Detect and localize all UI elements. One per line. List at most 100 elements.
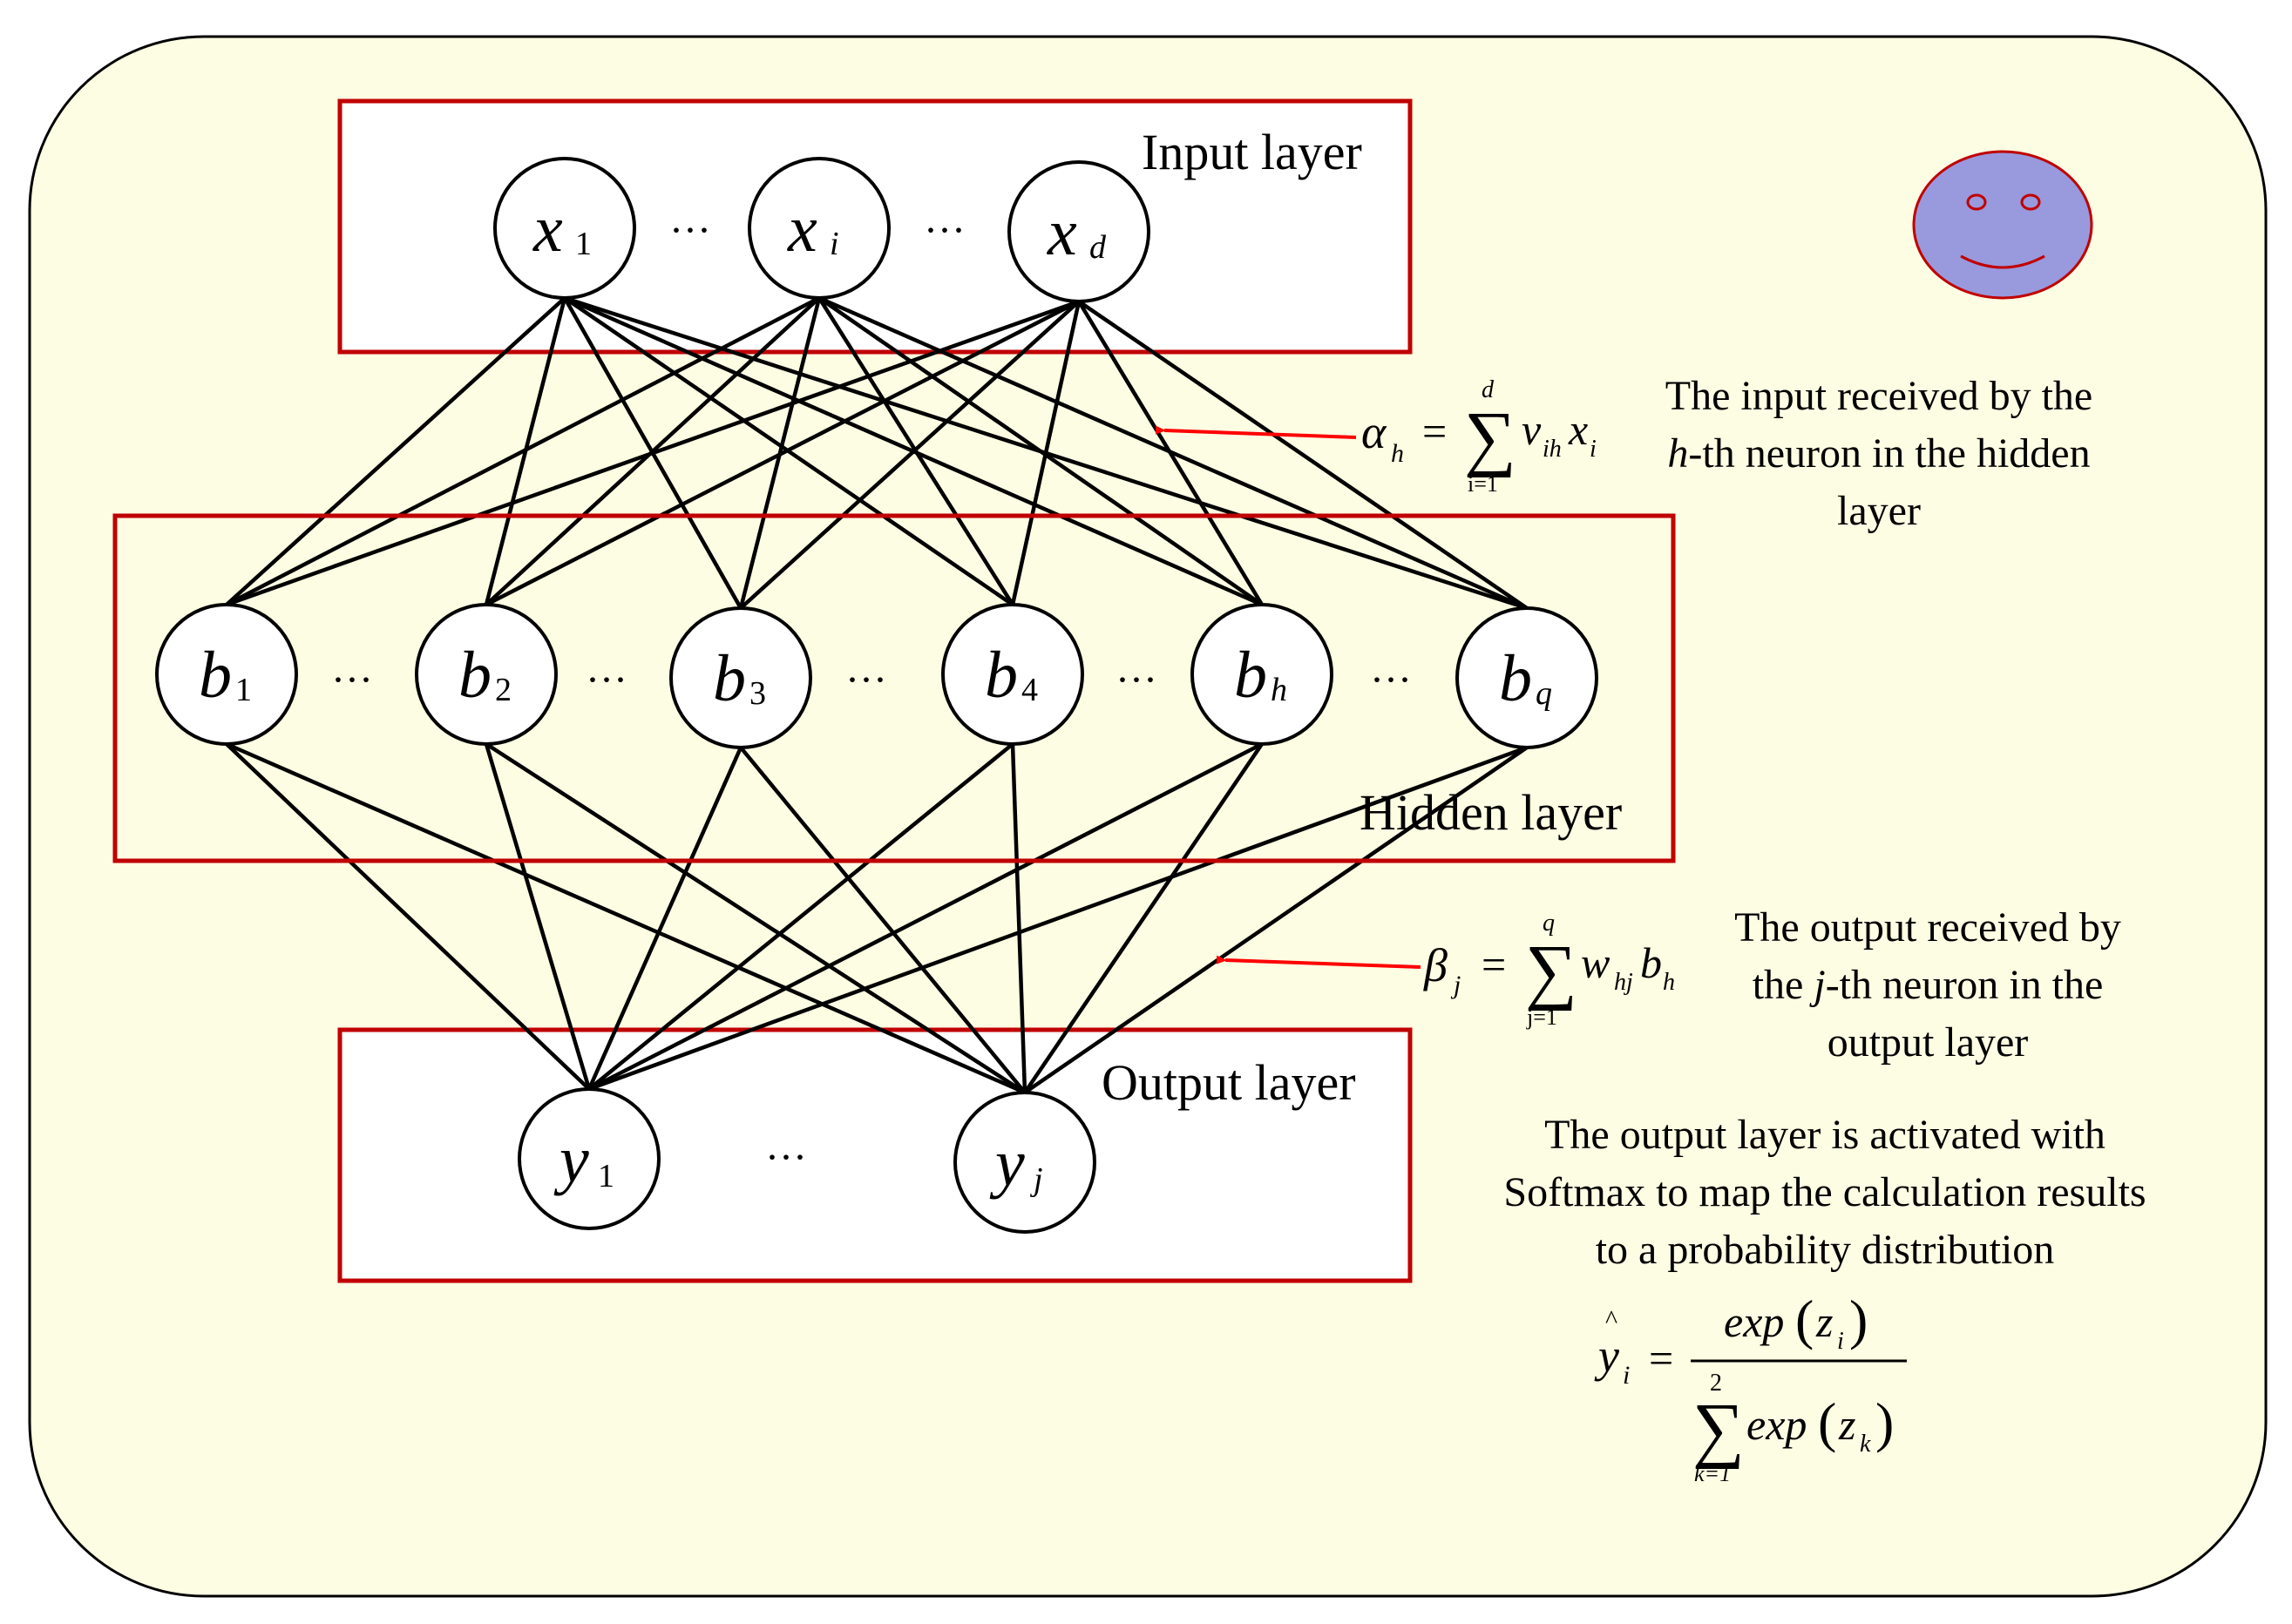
input-node: x i bbox=[748, 157, 891, 300]
edges bbox=[225, 295, 1529, 1095]
eq-lhs-sub: i bbox=[1623, 1361, 1630, 1390]
paren: ) bbox=[1875, 1391, 1894, 1453]
node-sub: h bbox=[1271, 672, 1287, 708]
connection-edge bbox=[587, 747, 743, 1090]
eq-lhs: α bbox=[1361, 406, 1387, 458]
connection-edge bbox=[225, 742, 591, 1091]
description-line: h-th neuron in the hidden bbox=[1667, 430, 2090, 477]
description-line: Softmax to map the calculation results bbox=[1503, 1169, 2146, 1215]
ellipsis: ··· bbox=[1115, 657, 1157, 703]
description-line: The output layer is activated with bbox=[1544, 1112, 2106, 1158]
ellipsis: ··· bbox=[331, 657, 373, 703]
paren: ( bbox=[1795, 1289, 1814, 1350]
sum-top: q bbox=[1543, 910, 1555, 937]
denominator-var: z bbox=[1838, 1400, 1855, 1449]
eq-term1-sub: ih bbox=[1543, 436, 1562, 463]
connection-edge bbox=[1023, 742, 1264, 1094]
sum-bottom: j=1 bbox=[1526, 1005, 1557, 1030]
node-sub: 3 bbox=[749, 675, 766, 712]
description-line: The output received by bbox=[1734, 904, 2121, 951]
description-line: output layer bbox=[1827, 1019, 2029, 1066]
alpha-description: The input received by the h-th neuron in… bbox=[1665, 373, 2092, 534]
sum-icon: ∑ bbox=[1464, 397, 1516, 478]
numerator-sub: i bbox=[1837, 1328, 1844, 1355]
output-node: y 1 bbox=[518, 1087, 661, 1230]
ellipsis: ··· bbox=[1370, 657, 1412, 703]
connection-edge bbox=[1023, 746, 1529, 1094]
description-line: The input received by the bbox=[1665, 373, 2092, 419]
eq-lhs: y bbox=[1594, 1330, 1619, 1382]
node-base: x bbox=[1047, 196, 1077, 269]
sum-top: 2 bbox=[1710, 1370, 1722, 1397]
sum-top: d bbox=[1482, 376, 1495, 403]
ellipsis: ··· bbox=[669, 207, 711, 254]
paren: ( bbox=[1818, 1391, 1836, 1453]
alpha-equation: α h = ∑ d i=1 v ih x i bbox=[1361, 376, 1597, 497]
ellipsis: ··· bbox=[924, 207, 966, 254]
node-base: b bbox=[985, 639, 1018, 712]
connection-edge bbox=[1077, 300, 1264, 606]
beta-arrow bbox=[1216, 955, 1421, 969]
smiley-face-icon bbox=[1912, 150, 2093, 300]
connection-edge bbox=[226, 299, 1080, 607]
denominator-sub: k bbox=[1860, 1431, 1871, 1458]
eq-term2-sub: i bbox=[1590, 436, 1597, 463]
sum-icon: ∑ bbox=[1525, 930, 1577, 1012]
hidden-node: b 1 bbox=[155, 603, 298, 746]
input-layer-label: Input layer bbox=[1142, 124, 1362, 180]
node-base: b bbox=[1499, 642, 1532, 715]
description-line: layer bbox=[1837, 488, 1921, 534]
node-sub: q bbox=[1536, 675, 1552, 712]
eq-term1-sub: hj bbox=[1614, 969, 1633, 996]
hidden-layer-box bbox=[112, 513, 1676, 863]
ellipsis: ··· bbox=[765, 1134, 807, 1181]
node-sub: 1 bbox=[235, 672, 252, 708]
description-line: the j-th neuron in the bbox=[1753, 962, 2104, 1008]
hidden-layer-label: Hidden layer bbox=[1360, 784, 1622, 841]
eq-term1: w bbox=[1581, 938, 1610, 987]
node-sub: 1 bbox=[575, 226, 592, 262]
denominator-exp: exp bbox=[1746, 1400, 1807, 1449]
numerator-exp: exp bbox=[1724, 1297, 1784, 1346]
connection-edge bbox=[1077, 300, 1529, 610]
hidden-node: b 2 bbox=[415, 603, 558, 746]
eq-term2: x bbox=[1568, 405, 1588, 454]
output-node: y j bbox=[953, 1091, 1096, 1234]
node-sub: 4 bbox=[1021, 672, 1038, 708]
eq-term2: b bbox=[1640, 938, 1662, 987]
connection-edge bbox=[485, 299, 1081, 607]
input-node: x d bbox=[1007, 160, 1150, 303]
alpha-arrow bbox=[1155, 425, 1357, 439]
sum-icon: ∑ bbox=[1692, 1389, 1745, 1470]
hidden-node: b h bbox=[1190, 603, 1333, 746]
softmax-description: The output layer is activated with Softm… bbox=[1503, 1112, 2146, 1273]
eq-lhs-sub: j bbox=[1450, 971, 1461, 999]
eq-lhs: β bbox=[1423, 939, 1448, 991]
connection-edge bbox=[1010, 301, 1082, 606]
node-base: y bbox=[553, 1123, 589, 1196]
connection-edge bbox=[225, 296, 821, 606]
numerator-var: z bbox=[1815, 1297, 1833, 1346]
beta-equation: β j = ∑ q j=1 w hj b h bbox=[1423, 910, 1675, 1030]
eq-equals: = bbox=[1649, 1334, 1673, 1383]
ellipsis: ··· bbox=[845, 657, 887, 703]
connection-edge bbox=[225, 296, 566, 606]
eq-lhs-sub: h bbox=[1391, 439, 1404, 468]
connection-edge bbox=[739, 746, 1027, 1094]
node-base: b bbox=[458, 639, 492, 712]
connection-edge bbox=[739, 300, 1081, 610]
connection-edge bbox=[588, 745, 1528, 1092]
eq-term1: v bbox=[1522, 405, 1542, 454]
connection-edge bbox=[226, 741, 1026, 1095]
hidden-node: b 3 bbox=[669, 606, 812, 749]
node-sub: d bbox=[1089, 229, 1107, 266]
node-base: b bbox=[1234, 639, 1267, 712]
eq-equals: = bbox=[1482, 940, 1506, 989]
node-base: x bbox=[787, 193, 817, 266]
hidden-node: b 4 bbox=[941, 603, 1084, 746]
connection-edge bbox=[485, 742, 1027, 1094]
node-base: x bbox=[532, 193, 563, 266]
eq-equals: = bbox=[1422, 407, 1447, 456]
eq-term2-sub: h bbox=[1663, 969, 1675, 996]
connection-edge bbox=[818, 295, 1528, 611]
